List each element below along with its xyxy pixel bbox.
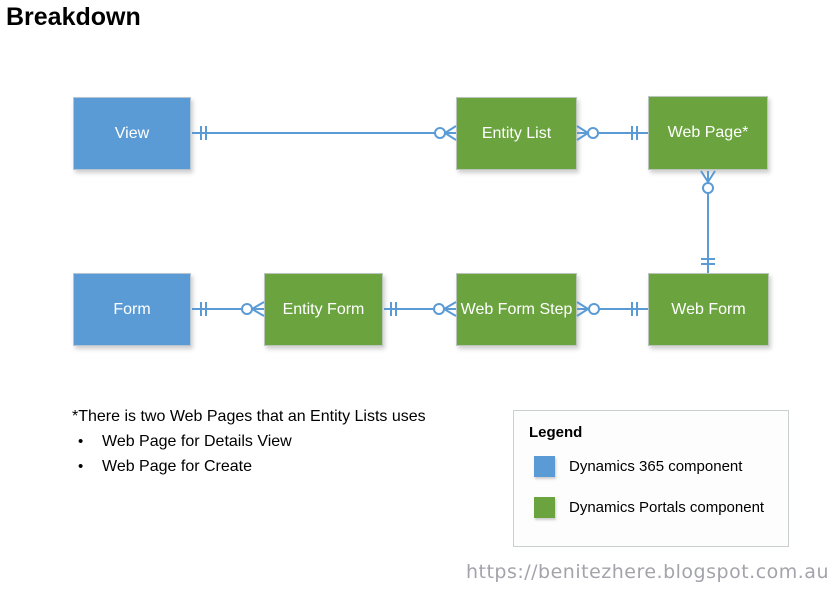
legend-heading: Legend — [529, 424, 583, 441]
page-title: Breakdown — [6, 3, 141, 31]
footnote: *There is two Web Pages that an Entity L… — [72, 404, 502, 479]
connector-entityform-webformstep — [384, 301, 457, 317]
node-web-page-label: Web Page* — [667, 124, 749, 141]
crows-foot-icon — [443, 301, 457, 317]
footnote-line: *There is two Web Pages that an Entity L… — [72, 408, 426, 425]
node-web-form-step: Web Form Step — [456, 273, 577, 346]
portals-swatch-icon — [534, 497, 555, 518]
connector-webformstep-webform — [576, 301, 648, 317]
node-web-form: Web Form — [648, 273, 769, 346]
node-web-page: Web Page* — [648, 96, 768, 170]
connector-view-entitylist — [192, 125, 457, 141]
connector-entitylist-webpage — [576, 125, 648, 141]
crows-foot-icon — [444, 125, 457, 141]
node-view-label: View — [114, 124, 150, 142]
node-entity-list: Entity List — [456, 97, 577, 170]
legend-item-portals: Dynamics Portals component — [534, 497, 764, 518]
node-web-form-step-label: Web Form Step — [460, 300, 573, 318]
zero-circle-icon — [433, 303, 445, 315]
dynamics365-swatch-icon — [534, 456, 555, 477]
legend-box: Legend Dynamics 365 component Dynamics P… — [513, 410, 789, 547]
crows-foot-icon — [576, 301, 589, 317]
connector-webpage-webform — [700, 170, 716, 273]
node-web-form-label: Web Form — [671, 300, 746, 318]
bullet-icon: • — [78, 458, 84, 475]
node-view: View — [73, 97, 191, 170]
crows-foot-icon — [251, 301, 265, 317]
crows-foot-icon — [576, 125, 589, 141]
legend-item-label: Dynamics 365 component — [569, 458, 743, 475]
legend-item-label: Dynamics Portals component — [569, 499, 765, 516]
footnote-bullet-item: • Web Page for Create — [72, 454, 502, 479]
crows-foot-icon — [700, 170, 716, 183]
footnote-bullet-list: • Web Page for Details View • Web Page f… — [72, 429, 502, 479]
node-form-label: Form — [113, 300, 151, 318]
node-form: Form — [73, 273, 191, 346]
bullet-icon: • — [78, 433, 84, 450]
zero-circle-icon — [241, 303, 253, 315]
node-entity-form: Entity Form — [264, 273, 383, 346]
legend-item-dynamics365: Dynamics 365 component — [534, 456, 742, 477]
node-entity-form-label: Entity Form — [282, 300, 365, 318]
zero-circle-icon — [587, 127, 599, 139]
footnote-bullet-text: Web Page for Create — [102, 458, 253, 475]
node-entity-list-label: Entity List — [481, 124, 552, 142]
connector-form-entityform — [192, 301, 265, 317]
footnote-bullet-text: Web Page for Details View — [102, 433, 292, 450]
watermark-url: https://benitezhere.blogspot.com.au — [465, 561, 829, 583]
zero-circle-icon — [702, 182, 714, 194]
zero-circle-icon — [434, 127, 446, 139]
footnote-bullet-item: • Web Page for Details View — [72, 429, 502, 454]
zero-circle-icon — [588, 303, 600, 315]
